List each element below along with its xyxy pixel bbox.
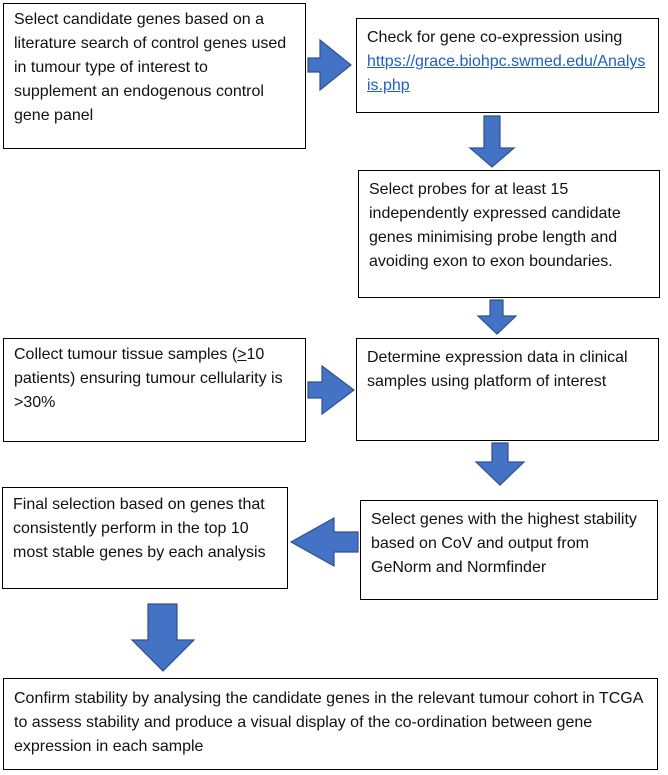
step-collect-samples-box: Collect tumour tissue samples (>10 patie… bbox=[3, 338, 306, 442]
grace-analysis-link[interactable]: https://grace.biohpc.swmed.edu/Analysis.… bbox=[367, 53, 646, 94]
arrow-right-icon bbox=[307, 38, 352, 92]
step-select-probes-box: Select probes for at least 15 independen… bbox=[358, 170, 660, 298]
step-select-stable-genes-text: Select genes with the highest stability … bbox=[371, 511, 637, 576]
step-select-probes-text: Select probes for at least 15 independen… bbox=[369, 181, 621, 270]
arrow-down-icon bbox=[468, 115, 516, 168]
step-final-selection-box: Final selection based on genes that cons… bbox=[2, 487, 288, 589]
step-collect-samples-text-b: 10 patients) ensuring tumour cellularity… bbox=[14, 346, 283, 411]
step-literature-search-box: Select candidate genes based on a litera… bbox=[3, 3, 306, 149]
step-determine-expression-box: Determine expression data in clinical sa… bbox=[356, 338, 659, 441]
arrow-down-icon bbox=[474, 442, 526, 486]
step-determine-expression-text: Determine expression data in clinical sa… bbox=[367, 349, 628, 390]
step-confirm-stability-box: Confirm stability by analysing the candi… bbox=[3, 678, 658, 770]
step-collect-samples-text-a: Collect tumour tissue samples ( bbox=[14, 346, 238, 363]
geq-symbol: > bbox=[237, 346, 247, 363]
arrow-down-icon bbox=[476, 299, 518, 335]
step-select-stable-genes-box: Select genes with the highest stability … bbox=[360, 500, 658, 600]
step-final-selection-text: Final selection based on genes that cons… bbox=[13, 496, 266, 561]
arrow-down-icon bbox=[130, 603, 196, 672]
arrow-right-icon bbox=[307, 364, 355, 416]
step-coexpression-text: Check for gene co-expression using bbox=[367, 29, 623, 46]
step-literature-search-text: Select candidate genes based on a litera… bbox=[14, 11, 287, 124]
arrow-left-icon bbox=[289, 516, 359, 568]
step-confirm-stability-text: Confirm stability by analysing the candi… bbox=[14, 690, 643, 755]
step-coexpression-box: Check for gene co-expression using https… bbox=[356, 18, 659, 113]
